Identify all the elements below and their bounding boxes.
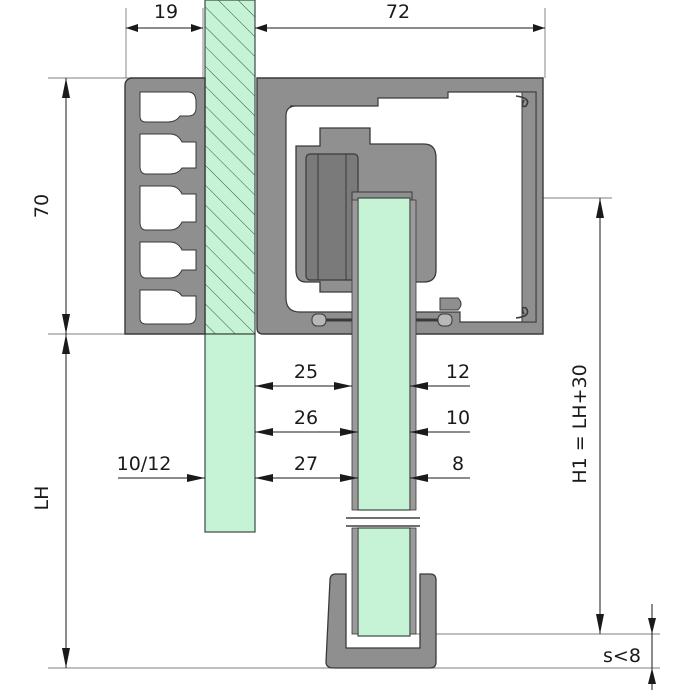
glass-seal-right-lower	[409, 527, 417, 635]
dim-gap-distance-3: 27	[294, 453, 318, 475]
glass-seal-right	[409, 199, 417, 511]
track-clip-top	[515, 95, 529, 108]
glass-seal-left-lower	[351, 527, 359, 635]
dim-panel-height-formula: H1 = LH+30	[569, 364, 591, 483]
dim-fixed-glass-thickness: 10/12	[117, 453, 172, 475]
dim-gap-distance-1: 25	[294, 361, 318, 383]
sliding-glass-lower	[357, 527, 411, 637]
wall-profile	[124, 77, 206, 335]
track-side-wall	[521, 91, 537, 323]
track-clip-bottom	[515, 306, 529, 319]
dim-glass-thickness-2: 10	[446, 407, 470, 429]
dimension-lines	[62, 24, 656, 690]
glass-seal-left	[351, 199, 359, 511]
dim-glass-thickness-1: 12	[446, 361, 470, 383]
fixed-glass-hatched-part	[204, 0, 256, 335]
dim-floor-gap: s<8	[603, 645, 641, 667]
fixed-glass-panel	[204, 0, 256, 533]
dimension-labels: 19 72 70 LH H1 = LH+30 s<8 25 12 26 10 2…	[31, 1, 641, 667]
dim-gap-distance-2: 26	[294, 407, 318, 429]
wall-profile-cavities	[139, 91, 197, 325]
dim-glass-thickness-3: 8	[452, 453, 464, 475]
track-lip	[439, 297, 462, 311]
sliding-glass-upper	[357, 197, 411, 511]
sliding-glass-panel	[346, 191, 420, 637]
dim-track-height: 70	[31, 194, 53, 218]
fixed-glass-lower-part	[204, 333, 256, 533]
roller-wheel	[305, 153, 359, 281]
dim-fixed-panel-width: 19	[154, 1, 178, 23]
dim-track-width: 72	[386, 1, 410, 23]
floor-guide	[325, 573, 437, 669]
dim-light-height: LH	[31, 486, 53, 511]
